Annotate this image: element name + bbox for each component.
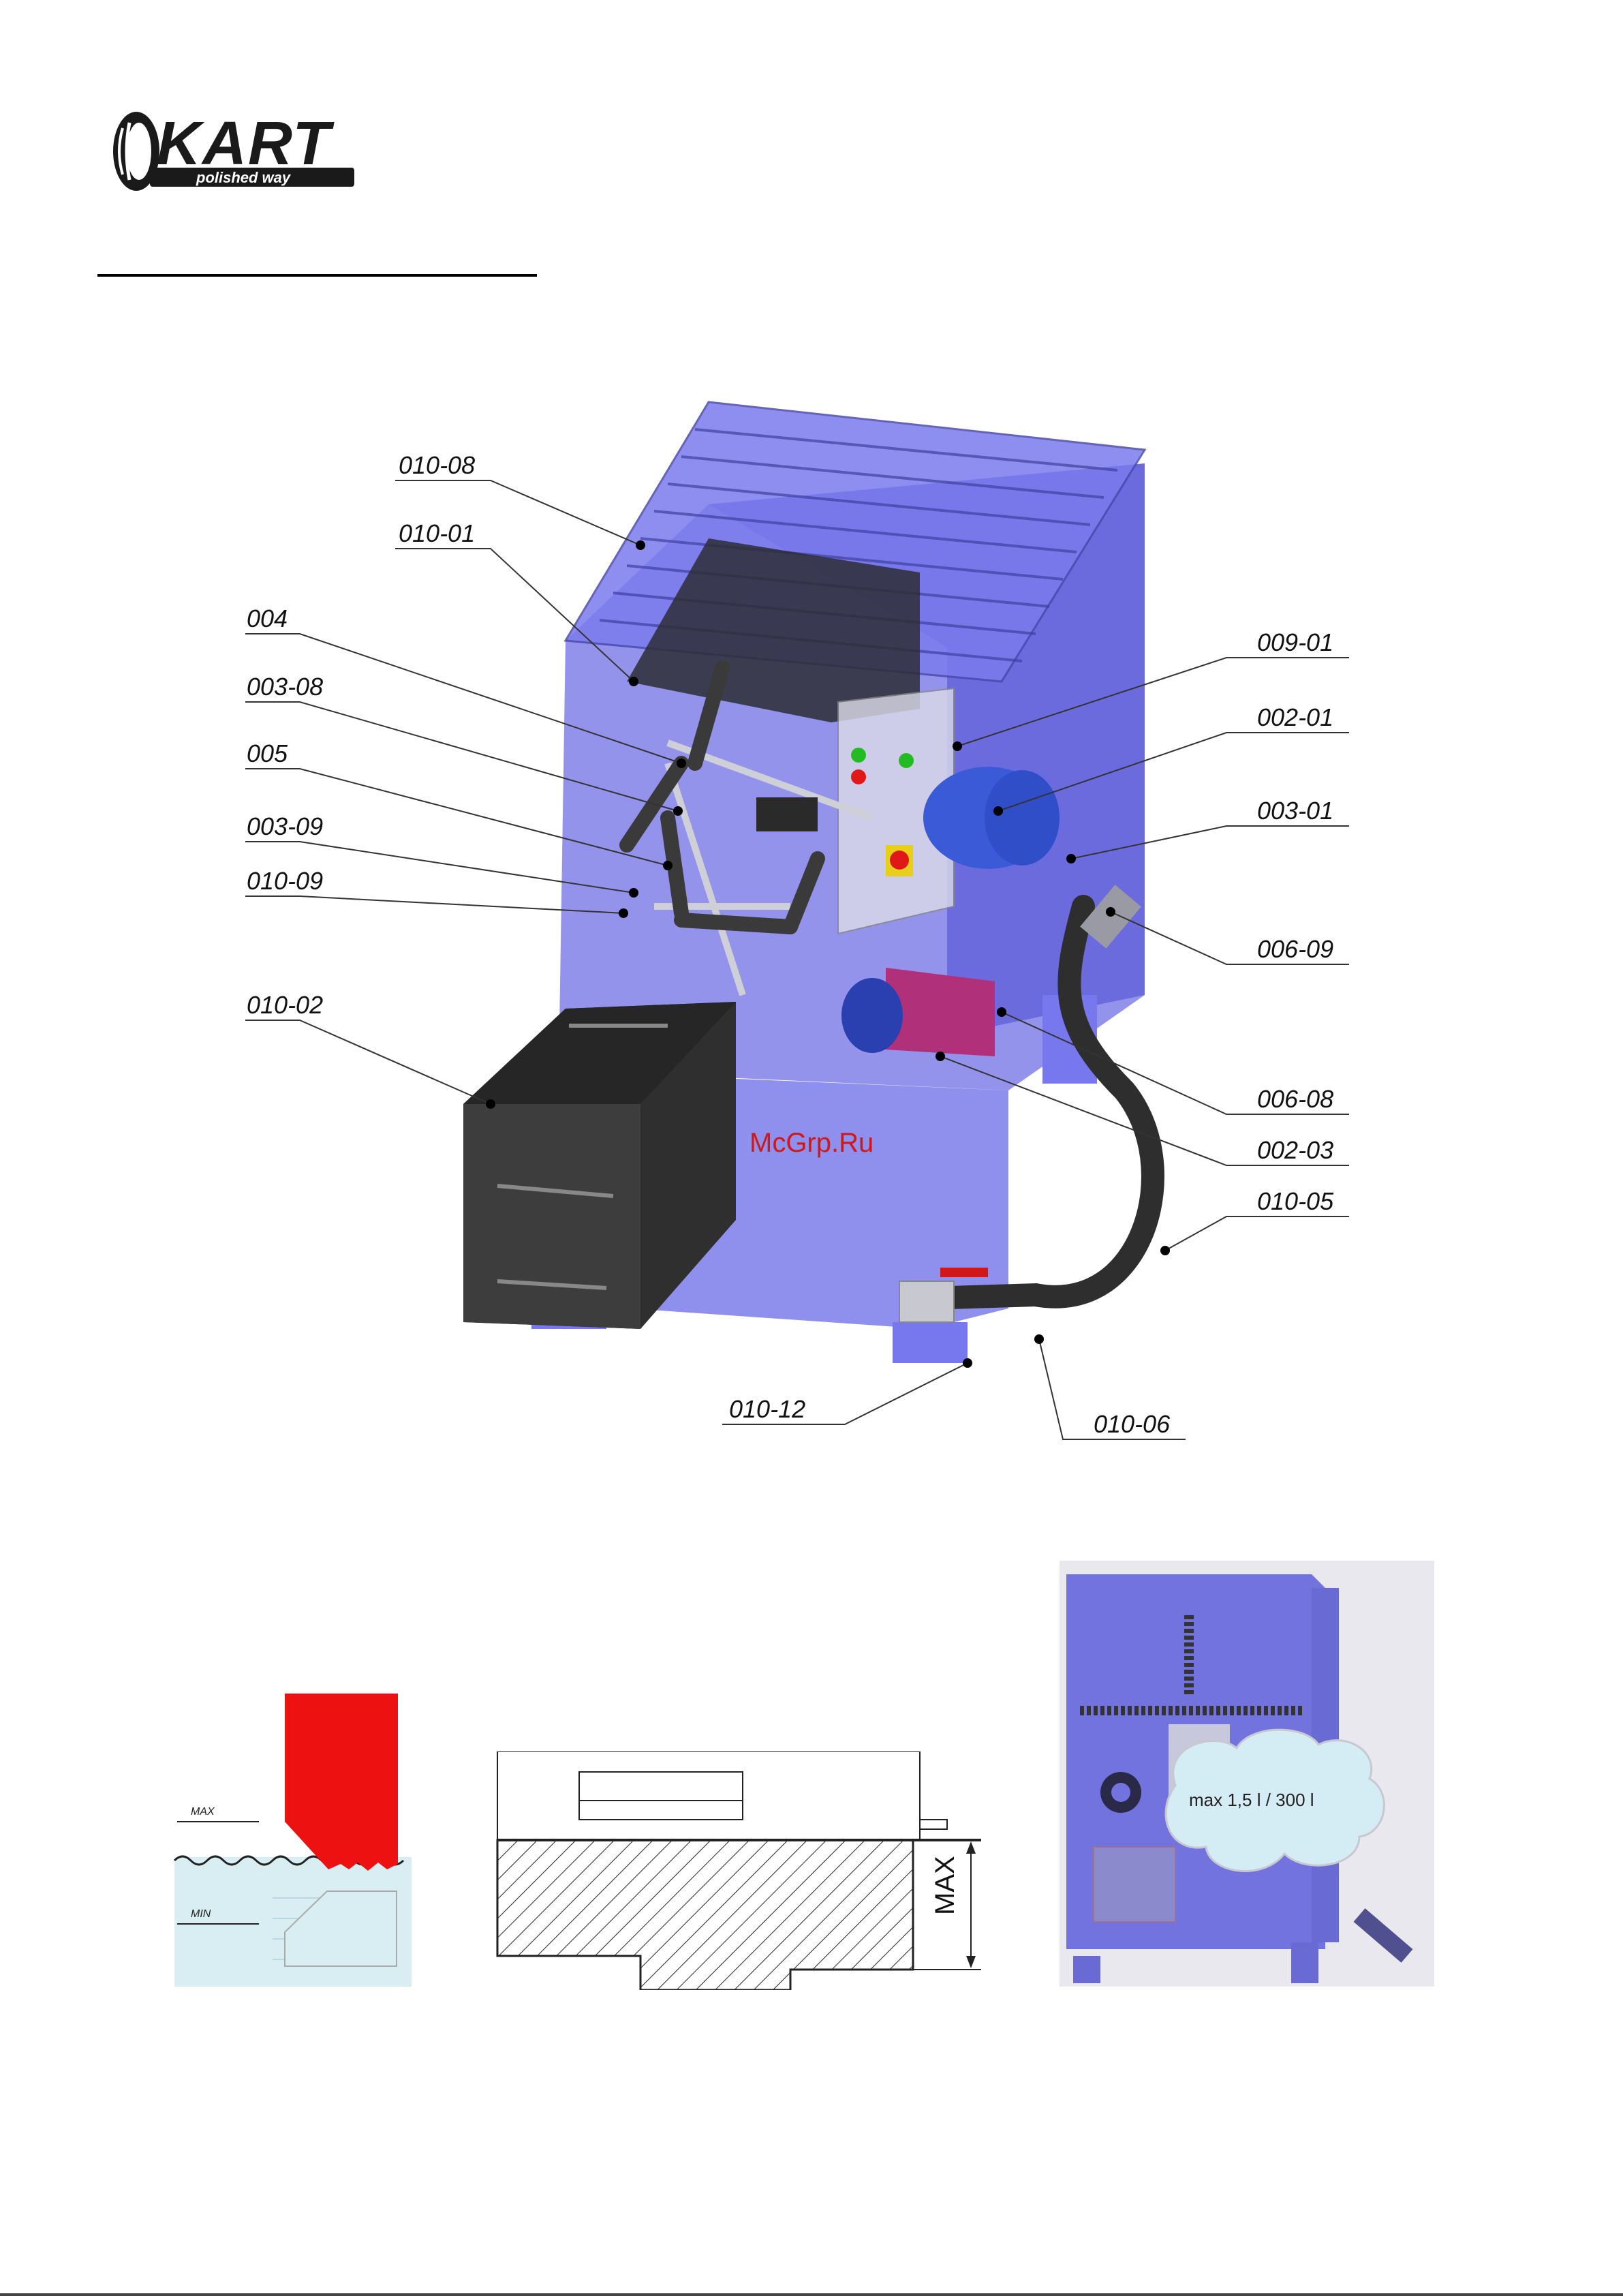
watermark: McGrp.Ru	[749, 1128, 874, 1158]
capacity-text: max 1,5 l / 300 l	[1189, 1790, 1314, 1810]
tank-figure: MAX	[491, 1751, 988, 1990]
callout-010-01: 010-01	[399, 519, 475, 547]
callout-006-08: 006-08	[1257, 1085, 1333, 1113]
callout-010-09: 010-09	[247, 867, 323, 895]
callout-010-12: 010-12	[729, 1395, 805, 1423]
callout-003-08: 003-08	[247, 673, 323, 701]
header-rule	[97, 274, 537, 277]
callout-003-09: 003-09	[247, 812, 323, 840]
callout-010-02: 010-02	[247, 991, 323, 1019]
callout-003-01: 003-01	[1257, 797, 1333, 825]
callout-004: 004	[247, 604, 288, 632]
callout-010-08: 010-08	[399, 451, 475, 479]
callout-009-01: 009-01	[1257, 628, 1333, 656]
callout-002-01: 002-01	[1257, 703, 1333, 731]
callout-005: 005	[247, 739, 288, 767]
max-label: MAX	[191, 1806, 215, 1818]
capacity-photo: max 1,5 l / 300 l	[1060, 1561, 1434, 1987]
min-label: MIN	[191, 1908, 211, 1920]
max-dimension-label: MAX	[930, 1856, 960, 1915]
kart-logo: KART polished way	[109, 109, 361, 198]
footer-rule	[0, 2293, 1623, 2296]
callout-006-09: 006-09	[1257, 935, 1333, 963]
callout-010-05: 010-05	[1257, 1187, 1334, 1215]
logo-tagline: polished way	[196, 169, 290, 187]
callout-002-03: 002-03	[1257, 1136, 1333, 1164]
machine-diagram: 010-08 010-01 004 003-08 005 003-09 010-…	[204, 382, 1417, 1445]
callout-010-06: 010-06	[1094, 1410, 1171, 1438]
level-figure: MAX MIN	[170, 1694, 416, 1987]
